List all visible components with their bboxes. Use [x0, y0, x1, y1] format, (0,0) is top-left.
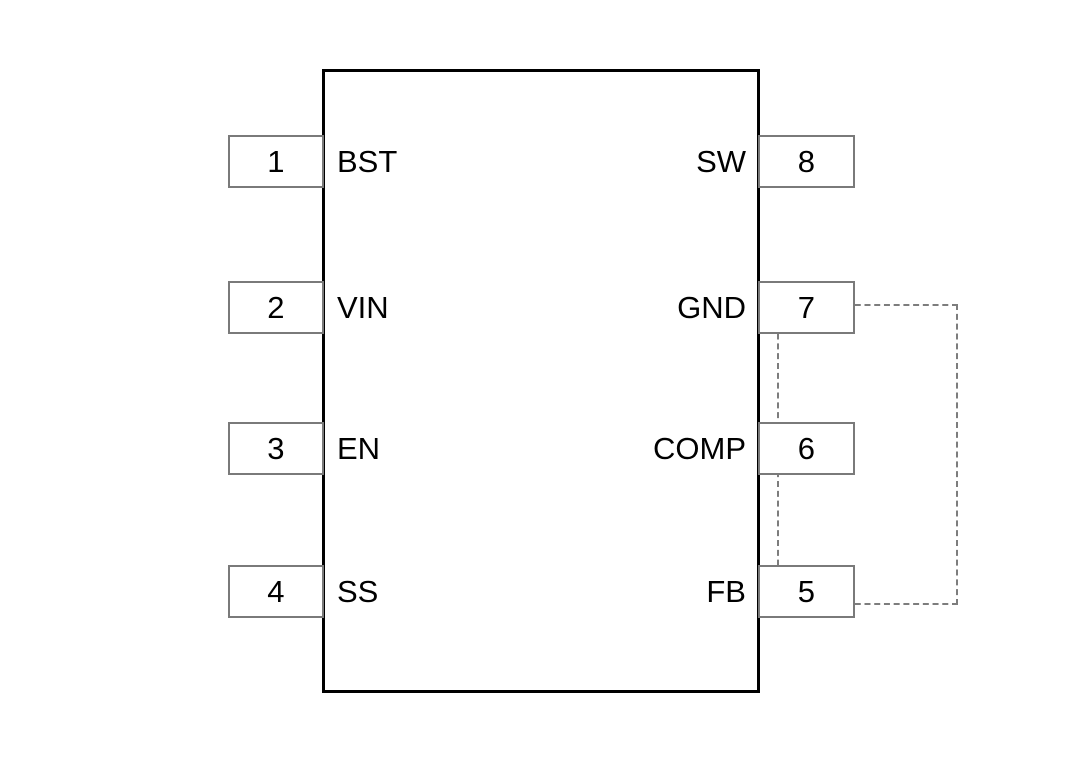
pin-label-en: EN — [337, 431, 381, 466]
pin-label-vin: VIN — [337, 290, 389, 325]
pin-number-8: 8 — [797, 144, 816, 179]
pin-number-1: 1 — [267, 144, 285, 179]
pin-box-5[interactable]: 5 — [758, 565, 855, 618]
pin-box-2[interactable]: 2 — [228, 281, 324, 334]
pin-number-4: 4 — [267, 574, 285, 609]
pin-number-7: 7 — [797, 290, 816, 325]
pin-label-bst: BST — [337, 144, 398, 179]
pin-box-1[interactable]: 1 — [228, 135, 324, 188]
pin-number-3: 3 — [267, 431, 285, 466]
pin-number-2: 2 — [267, 290, 285, 325]
pin-box-6[interactable]: 6 — [758, 422, 855, 475]
pin-label-gnd: GND — [677, 290, 746, 325]
pin-label-fb: FB — [706, 574, 746, 609]
pin-label-ss: SS — [337, 574, 379, 609]
pin-box-3[interactable]: 3 — [228, 422, 324, 475]
pin-box-7[interactable]: 7 — [758, 281, 855, 334]
pin-number-5: 5 — [797, 574, 816, 609]
package-body-outline — [322, 69, 958, 693]
pin-box-8[interactable]: 8 — [758, 135, 855, 188]
pin-label-sw: SW — [696, 144, 746, 179]
pin-number-6: 6 — [797, 431, 816, 466]
pin-label-comp: COMP — [653, 431, 746, 466]
pin-box-4[interactable]: 4 — [228, 565, 324, 618]
